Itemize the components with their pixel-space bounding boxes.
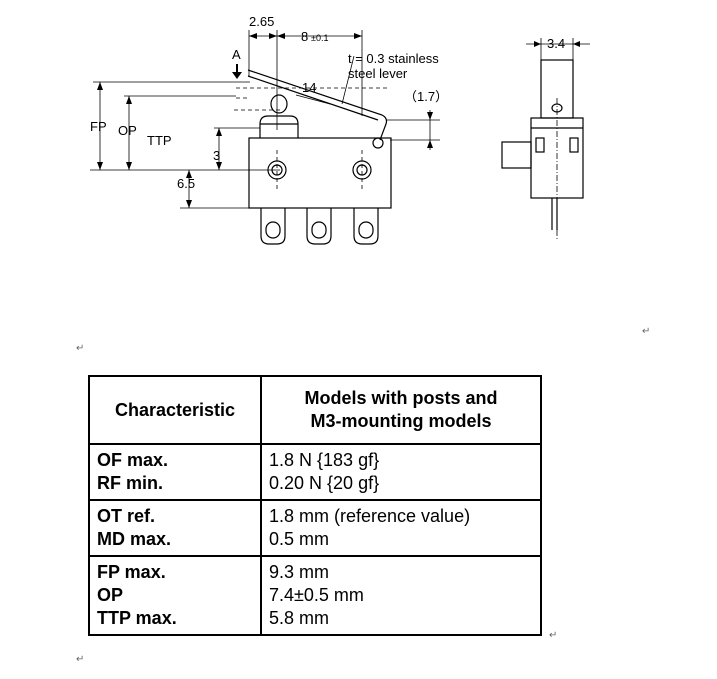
lever-roller — [270, 94, 288, 114]
dim-8-tolerance: ±0.1 — [311, 33, 328, 43]
switch-dimension-drawing: 2.65 8 ±0.1 t = 0.3 stainless steel leve… — [90, 14, 590, 245]
row-value-cell: 1.8 mm (reference value) 0.5 mm — [260, 499, 542, 557]
dim-6-5: 6.5 — [177, 176, 195, 191]
header-models-line1: Models with posts and — [304, 388, 498, 408]
label-ttp: TTP — [147, 133, 172, 148]
row-value-cell: 1.8 N {183 gf} 0.20 N {20 gf} — [260, 443, 542, 501]
paragraph-mark: ↵ — [642, 326, 651, 337]
lever-note-line1: t = 0.3 stainless — [348, 51, 439, 66]
label-of-max: OF max. — [97, 450, 169, 470]
row-label-cell: OT ref. MD max. — [88, 499, 262, 557]
row-label-cell: FP max. OP TTP max. — [88, 555, 262, 636]
paragraph-mark: ↵ — [76, 654, 85, 665]
dim-3-4: 3.4 — [547, 36, 565, 51]
dim-2-65: 2.65 — [249, 14, 274, 29]
paragraph-mark: ↵ — [549, 630, 558, 641]
lever-note-line2: steel lever — [348, 66, 408, 81]
table-row: FP max. OP TTP max. 9.3 mm 7.4±0.5 mm 5.… — [88, 555, 542, 636]
dim-14: 14 — [302, 80, 316, 95]
header-models: Models with posts and M3-mounting models — [260, 375, 542, 445]
header-models-line2: M3-mounting models — [310, 411, 492, 431]
dim-1-7: （1.7） — [404, 89, 448, 104]
characteristics-table: Characteristic Models with posts and M3-… — [88, 375, 542, 636]
value-op: 7.4±0.5 mm — [269, 585, 364, 605]
value-fp-max: 9.3 mm — [269, 562, 330, 582]
terminal-1 — [260, 208, 286, 245]
value-of-max: 1.8 N {183 gf} — [269, 450, 380, 470]
label-op: OP — [97, 585, 124, 605]
label-ttp-max: TTP max. — [97, 608, 177, 628]
dim-8: 8 — [301, 29, 308, 44]
paragraph-mark: ↵ — [76, 343, 85, 354]
header-characteristic: Characteristic — [88, 375, 262, 445]
label-rf-min: RF min. — [97, 473, 163, 493]
table-row: OT ref. MD max. 1.8 mm (reference value)… — [88, 499, 542, 557]
switch-side-view — [501, 59, 584, 230]
terminal-2 — [306, 208, 332, 245]
mounting-post-right — [352, 160, 372, 180]
switch-body — [248, 137, 392, 209]
row-label-cell: OF max. RF min. — [88, 443, 262, 501]
force-arrow-a — [232, 64, 242, 79]
value-rf-min: 0.20 N {20 gf} — [269, 473, 380, 493]
value-ot-ref: 1.8 mm (reference value) — [269, 506, 471, 526]
label-md-max: MD max. — [97, 529, 172, 549]
label-fp: FP — [90, 119, 107, 134]
dim-3: 3 — [213, 148, 220, 163]
label-ot-ref: OT ref. — [97, 506, 156, 526]
table-row: OF max. RF min. 1.8 N {183 gf} 0.20 N {2… — [88, 443, 542, 501]
terminal-3 — [353, 208, 379, 245]
value-md-max: 0.5 mm — [269, 529, 330, 549]
table-header-row: Characteristic Models with posts and M3-… — [88, 375, 542, 445]
plunger — [259, 115, 299, 138]
row-value-cell: 9.3 mm 7.4±0.5 mm 5.8 mm — [260, 555, 542, 636]
value-ttp-max: 5.8 mm — [269, 608, 330, 628]
lever — [247, 69, 388, 141]
label-fp-max: FP max. — [97, 562, 166, 582]
label-a: A — [232, 47, 241, 62]
label-op: OP — [118, 123, 137, 138]
